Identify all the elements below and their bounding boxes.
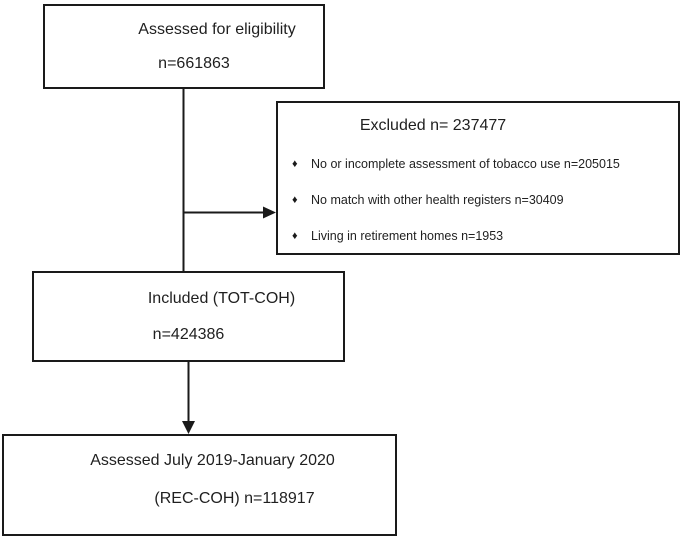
box-included-tot-coh: Included (TOT-COH) n=424386 xyxy=(32,271,345,362)
diamond-bullet-icon: ♦ xyxy=(292,230,298,242)
list-item: ♦ Living in retirement homes n=1953 xyxy=(278,228,678,245)
diamond-bullet-icon: ♦ xyxy=(292,194,298,206)
excluded-reason-retirement: Living in retirement homes n=1953 xyxy=(311,229,504,243)
list-item: ♦ No or incomplete assessment of tobacco… xyxy=(278,156,678,173)
excluded-reasons-list: ♦ No or incomplete assessment of tobacco… xyxy=(278,156,678,245)
excluded-reason-registers: No match with other health registers n=3… xyxy=(311,193,564,207)
list-item: ♦ No match with other health registers n… xyxy=(278,192,678,209)
arrowhead-right-icon xyxy=(263,206,276,219)
box-excluded: Excluded n= 237477 ♦ No or incomplete as… xyxy=(276,101,680,255)
diamond-bullet-icon: ♦ xyxy=(292,158,298,170)
excluded-reason-tobacco: No or incomplete assessment of tobacco u… xyxy=(311,157,620,171)
eligibility-count: n=661863 xyxy=(158,55,230,72)
excluded-title: Excluded n= 237477 xyxy=(359,117,507,134)
recent-title: Assessed July 2019-January 2020 xyxy=(90,452,335,469)
recent-count: (REC-COH) n=118917 xyxy=(154,490,315,507)
eligibility-title: Assessed for eligibility xyxy=(138,21,296,38)
arrowhead-down-icon xyxy=(182,421,195,434)
included-title: Included (TOT-COH) xyxy=(147,290,296,307)
included-count: n=424386 xyxy=(152,326,225,343)
box-assessed-rec-coh: Assessed July 2019-January 2020 (REC-COH… xyxy=(2,434,397,536)
box-assessed-eligibility: Assessed for eligibility n=661863 xyxy=(43,4,325,89)
